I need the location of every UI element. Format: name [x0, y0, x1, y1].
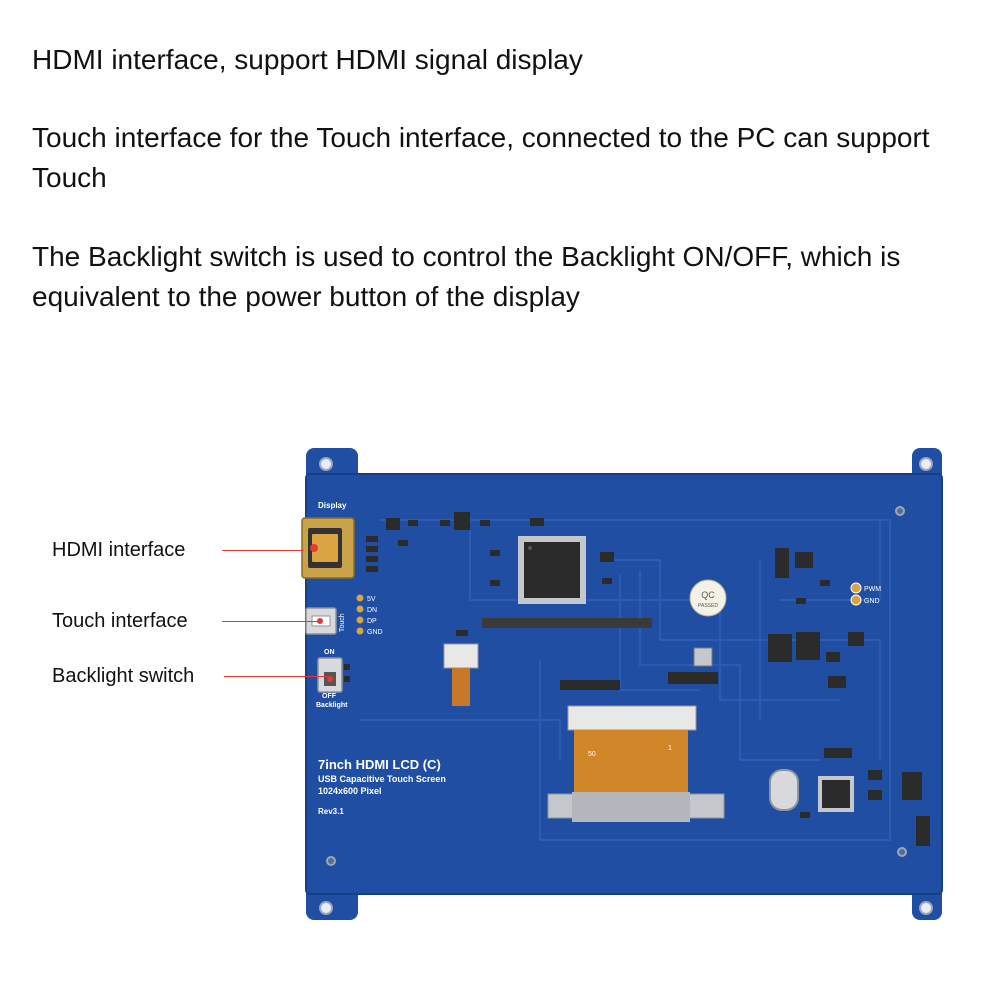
callout-hdmi-interface: HDMI interface: [52, 539, 186, 561]
fpc-pin-50-label: 50: [588, 751, 596, 758]
pin-label-gnd: GND: [367, 629, 383, 636]
qc-label: QC: [701, 590, 715, 600]
pin-label-5v: 5V: [367, 596, 376, 603]
usb-chip: [818, 776, 854, 812]
lcd-fpc-ribbon: [547, 705, 725, 822]
callout-touch-interface: Touch interface: [52, 610, 188, 632]
small-fpc-connector: [443, 643, 479, 706]
backlight-switch: [317, 657, 350, 693]
touch-pin-header: [356, 594, 364, 635]
touch-leader-line: [222, 621, 318, 622]
description-backlight: The Backlight switch is used to control …: [32, 241, 901, 312]
pwm-gnd-pads: PWM GND: [850, 582, 881, 606]
fpc-pin-1-label: 1: [668, 745, 672, 752]
qc-passed-label: PASSED: [698, 603, 718, 609]
board-title: 7inch HDMI LCD (C): [318, 757, 441, 772]
potentiometer: [693, 647, 713, 667]
switch-off-label: OFF: [322, 693, 337, 700]
hdmi-leader-line: [222, 550, 304, 551]
callout-backlight-switch: Backlight switch: [52, 665, 195, 687]
pwm-label: PWM: [864, 586, 881, 593]
qc-sticker: QC PASSED: [689, 579, 727, 617]
pin-label-dp: DP: [367, 618, 377, 625]
smd-components: [366, 512, 930, 846]
board-revision: Rev3.1: [318, 807, 344, 816]
board-subtitle: USB Capacitive Touch Screen: [318, 774, 446, 784]
description-hdmi: HDMI interface, support HDMI signal disp…: [32, 44, 583, 75]
controller-chip: [518, 536, 586, 604]
pcb-board: [305, 448, 943, 920]
pin-label-dn: DN: [367, 607, 377, 614]
board-resolution: 1024x600 Pixel: [318, 786, 382, 796]
touch-port-label: Touch: [339, 613, 346, 632]
description-touch: Touch interface for the Touch interface,…: [32, 122, 930, 193]
gnd-label: GND: [864, 598, 880, 605]
switch-on-label: ON: [324, 649, 335, 656]
backlight-leader-line: [224, 676, 328, 677]
hdmi-port: [301, 517, 355, 579]
crystal-oscillator: [769, 769, 799, 811]
mounting-holes: [319, 457, 933, 915]
display-label: Display: [318, 501, 347, 510]
backlight-label: Backlight: [316, 702, 348, 709]
